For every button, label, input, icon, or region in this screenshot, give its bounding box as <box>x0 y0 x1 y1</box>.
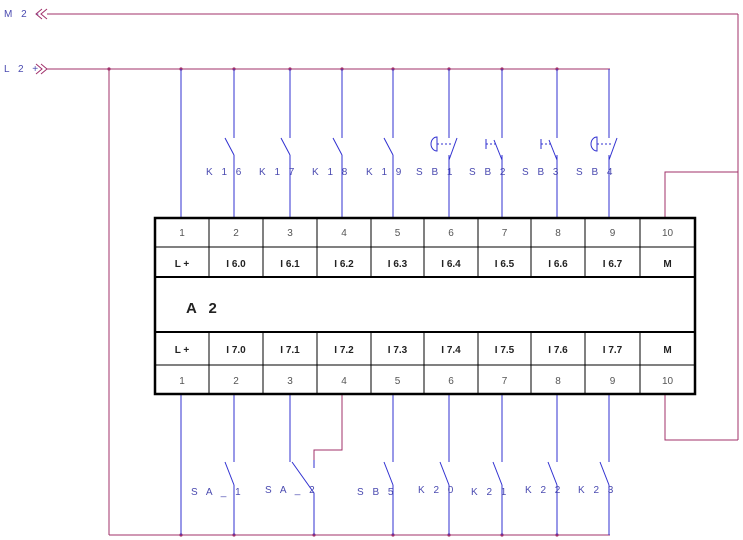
bottom-branch-wires <box>180 394 610 535</box>
switch-label-sa2: S A _ 2 <box>265 485 318 496</box>
rail-label-l2: L 2 + <box>4 64 41 75</box>
module-a2: A 2 <box>153 216 697 396</box>
bottom-io-cell-10: M <box>663 345 671 356</box>
top-pin-4: 4 <box>341 228 347 239</box>
switch-label-k23: K 2 3 <box>578 485 616 496</box>
top-io-cell-4: I 6.2 <box>334 259 354 270</box>
module-bottom-io-row: L + I 7.0 I 7.1 I 7.2 I 7.3 I 7.4 I 7.5 I 7.6 I … <box>175 345 672 356</box>
bottom-io-cell-5: I 7.3 <box>388 345 408 356</box>
sa2-jumper-wire <box>313 394 343 460</box>
switch-label-sb4: S B 4 <box>576 167 615 178</box>
module-title: A 2 <box>186 300 221 317</box>
bottom-pin-5: 5 <box>395 376 401 387</box>
top-pin-9: 9 <box>610 228 616 239</box>
l2-rail <box>47 68 610 536</box>
top-switch-k18 <box>332 137 343 156</box>
bottom-io-cell-3: I 7.1 <box>280 345 300 356</box>
top-switch-k19 <box>383 137 394 156</box>
top-pin-10: 10 <box>662 228 674 239</box>
rail-label-m2: M 2 - <box>4 9 42 20</box>
bottom-switch-k21 <box>492 461 503 486</box>
top-io-cell-10: M <box>663 259 671 270</box>
bottom-pin-4: 4 <box>341 376 347 387</box>
top-pin-7: 7 <box>502 228 508 239</box>
bottom-switch-sb5 <box>383 461 394 486</box>
switch-label-k22: K 2 2 <box>525 485 563 496</box>
junction-dots <box>107 67 559 537</box>
m2-arrow-icon <box>35 8 48 20</box>
bottom-pin-8: 8 <box>555 376 561 387</box>
top-io-cell-1: L + <box>175 259 190 270</box>
bottom-io-cell-1: L + <box>175 345 190 356</box>
bottom-switch-sa1 <box>224 461 235 486</box>
top-io-cell-3: I 6.1 <box>280 259 300 270</box>
bottom-switch-sa2 <box>291 461 315 494</box>
switch-label-k17: K 1 7 <box>259 167 297 178</box>
switch-label-k19: K 1 9 <box>366 167 404 178</box>
bottom-switch-k23 <box>599 461 610 486</box>
switch-label-sb3: S B 3 <box>522 167 561 178</box>
switch-label-sa1: S A _ 1 <box>191 487 244 498</box>
m2-rail <box>47 13 739 441</box>
bottom-pin-2: 2 <box>233 376 239 387</box>
top-io-cell-5: I 6.3 <box>388 259 408 270</box>
switch-label-k21: K 2 1 <box>471 487 509 498</box>
top-io-cell-8: I 6.6 <box>548 259 568 270</box>
top-pin-3: 3 <box>287 228 293 239</box>
bottom-pin-3: 3 <box>287 376 293 387</box>
bottom-pin-9: 9 <box>610 376 616 387</box>
top-pin-6: 6 <box>448 228 454 239</box>
module-bottom-pin-row: 1 2 3 4 5 6 7 8 9 10 <box>179 376 673 387</box>
top-pin-5: 5 <box>395 228 401 239</box>
switch-label-sb5: S B 5 <box>357 487 396 498</box>
switch-label-k18: K 1 8 <box>312 167 350 178</box>
module-frame <box>153 216 697 396</box>
bottom-switch-k22 <box>547 461 558 486</box>
top-switch-k17 <box>280 137 291 156</box>
bottom-switch-k20 <box>439 461 450 486</box>
top-pin-2: 2 <box>233 228 239 239</box>
top-io-cell-7: I 6.5 <box>495 259 515 270</box>
pushbutton-sb1-icon <box>430 136 458 161</box>
pushbutton-sb2-icon <box>485 139 503 161</box>
bottom-io-cell-2: I 7.0 <box>226 345 246 356</box>
pushbutton-sb4-icon <box>590 136 618 161</box>
top-branch-wires <box>180 69 610 218</box>
pushbutton-sb3-icon <box>540 139 558 161</box>
bottom-pin-7: 7 <box>502 376 508 387</box>
module-top-io-row: L + I 6.0 I 6.1 I 6.2 I 6.3 I 6.4 I 6.5 I 6.6 I … <box>175 259 672 270</box>
top-io-cell-6: I 6.4 <box>441 259 461 270</box>
bottom-io-cell-7: I 7.5 <box>495 345 515 356</box>
switch-label-sb2: S B 2 <box>469 167 508 178</box>
bottom-pin-1: 1 <box>179 376 185 387</box>
switch-label-sb1: S B 1 <box>416 167 455 178</box>
bottom-io-cell-9: I 7.7 <box>603 345 623 356</box>
bottom-pin-6: 6 <box>448 376 454 387</box>
top-io-cell-2: I 6.0 <box>226 259 246 270</box>
module-top-pin-row: 1 2 3 4 5 6 7 8 9 10 <box>179 228 673 239</box>
bottom-io-cell-6: I 7.4 <box>441 345 461 356</box>
bottom-io-cell-4: I 7.2 <box>334 345 354 356</box>
bottom-io-cell-8: I 7.6 <box>548 345 568 356</box>
top-io-cell-9: I 6.7 <box>603 259 623 270</box>
top-pin-8: 8 <box>555 228 561 239</box>
switch-label-k20: K 2 0 <box>418 485 456 496</box>
top-pin-1: 1 <box>179 228 185 239</box>
bottom-pin-10: 10 <box>662 376 674 387</box>
switch-label-k16: K 1 6 <box>206 167 244 178</box>
top-switch-k16 <box>224 137 235 156</box>
